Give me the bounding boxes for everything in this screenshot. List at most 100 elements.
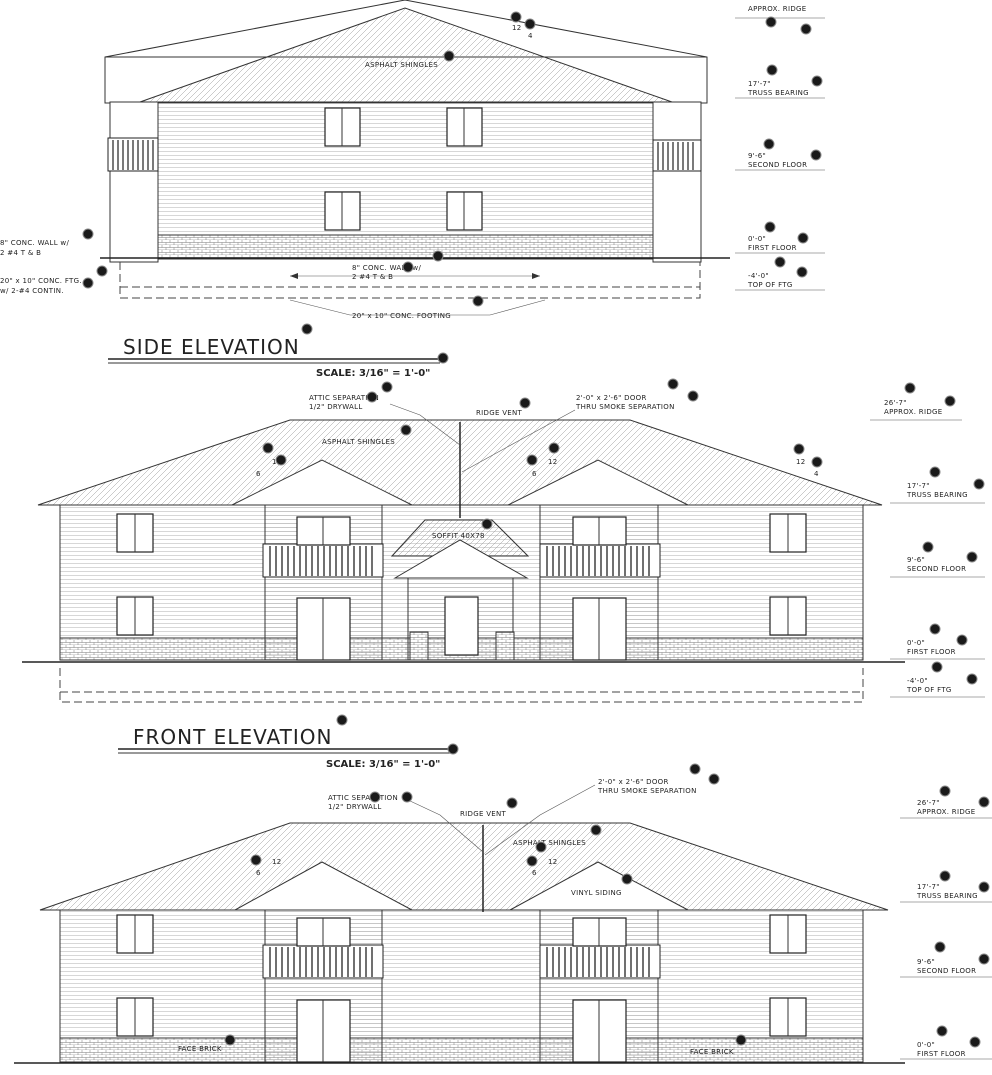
review-pin-icon[interactable] xyxy=(524,18,536,30)
review-pin-icon[interactable] xyxy=(400,424,412,436)
review-pin-icon[interactable] xyxy=(262,442,274,454)
level-value: 17'-7" xyxy=(748,80,771,88)
review-pin-icon[interactable] xyxy=(810,149,822,161)
review-pin-icon[interactable] xyxy=(526,454,538,466)
review-pin-icon[interactable] xyxy=(966,673,978,685)
side-pitch-top: 12 xyxy=(512,24,522,32)
front-elevation-title: FRONT ELEVATION xyxy=(133,725,332,749)
review-markers[interactable] xyxy=(82,11,990,1048)
review-pin-icon[interactable] xyxy=(481,518,493,530)
review-pin-icon[interactable] xyxy=(939,870,951,882)
review-pin-icon[interactable] xyxy=(621,873,633,885)
rear-foundation-brick xyxy=(59,1037,864,1063)
level-value: 9'-6" xyxy=(748,152,766,160)
side-wall-note-center-1: 8" CONC. WALL w/ xyxy=(352,264,421,272)
level-value: 0'-0" xyxy=(907,639,925,647)
review-pin-icon[interactable] xyxy=(437,352,449,364)
front-pitch-right: 4 xyxy=(814,470,819,478)
level-value: 9'-6" xyxy=(907,556,925,564)
review-pin-icon[interactable] xyxy=(936,1025,948,1037)
front-level-markers: 26'-7" APPROX. RIDGE 17'-7" TRUSS BEARIN… xyxy=(870,399,985,698)
side-roof-note: ASPHALT SHINGLES xyxy=(365,61,438,69)
review-pin-icon[interactable] xyxy=(687,390,699,402)
level-label: TRUSS BEARING xyxy=(747,89,809,97)
side-balcony-right xyxy=(652,139,702,172)
level-value: 9'-6" xyxy=(917,958,935,966)
review-pin-icon[interactable] xyxy=(590,824,602,836)
review-pin-icon[interactable] xyxy=(944,395,956,407)
level-label: TOP OF FTG xyxy=(747,281,793,289)
review-pin-icon[interactable] xyxy=(763,138,775,150)
review-pin-icon[interactable] xyxy=(689,763,701,775)
review-pin-icon[interactable] xyxy=(978,796,990,808)
review-pin-icon[interactable] xyxy=(931,661,943,673)
rear-roof-note: ASPHALT SHINGLES xyxy=(513,839,586,847)
review-pin-icon[interactable] xyxy=(402,261,414,273)
review-pin-icon[interactable] xyxy=(973,478,985,490)
rear-pitch-top: 12 xyxy=(272,858,282,866)
front-door-note-1: 2'-0" x 2'-6" DOOR xyxy=(576,394,647,402)
review-pin-icon[interactable] xyxy=(526,855,538,867)
review-pin-icon[interactable] xyxy=(922,541,934,553)
review-pin-icon[interactable] xyxy=(774,256,786,268)
review-pin-icon[interactable] xyxy=(800,23,812,35)
review-pin-icon[interactable] xyxy=(369,791,381,803)
rear-pitch-left: 6 xyxy=(532,869,537,877)
review-pin-icon[interactable] xyxy=(443,50,455,62)
review-pin-icon[interactable] xyxy=(250,854,262,866)
review-pin-icon[interactable] xyxy=(929,623,941,635)
review-pin-icon[interactable] xyxy=(969,1036,981,1048)
review-pin-icon[interactable] xyxy=(934,941,946,953)
review-pin-icon[interactable] xyxy=(82,277,94,289)
review-pin-icon[interactable] xyxy=(82,228,94,240)
front-balcony-right xyxy=(539,543,661,578)
review-pin-icon[interactable] xyxy=(366,391,378,403)
review-pin-icon[interactable] xyxy=(381,381,393,393)
level-label: APPROX. RIDGE xyxy=(748,5,806,13)
review-pin-icon[interactable] xyxy=(939,785,951,797)
rear-door-note-2: THRU SMOKE SEPARATION xyxy=(597,787,697,795)
review-pin-icon[interactable] xyxy=(811,75,823,87)
front-soffit-note: SOFFIT 40X78 xyxy=(432,532,485,540)
level-label: TRUSS BEARING xyxy=(906,491,968,499)
review-pin-icon[interactable] xyxy=(224,1034,236,1046)
review-pin-icon[interactable] xyxy=(432,250,444,262)
side-ftg-note-center: 20" x 10" CONC. FOOTING xyxy=(352,312,451,320)
review-pin-icon[interactable] xyxy=(548,442,560,454)
review-pin-icon[interactable] xyxy=(793,443,805,455)
review-pin-icon[interactable] xyxy=(275,454,287,466)
level-label: FIRST FLOOR xyxy=(748,244,797,252)
review-pin-icon[interactable] xyxy=(447,743,459,755)
review-pin-icon[interactable] xyxy=(811,456,823,468)
review-pin-icon[interactable] xyxy=(978,953,990,965)
review-pin-icon[interactable] xyxy=(966,551,978,563)
review-pin-icon[interactable] xyxy=(506,797,518,809)
review-pin-icon[interactable] xyxy=(956,634,968,646)
review-pin-icon[interactable] xyxy=(796,266,808,278)
front-balcony-left xyxy=(262,543,384,578)
review-pin-icon[interactable] xyxy=(667,378,679,390)
review-pin-icon[interactable] xyxy=(735,1034,747,1046)
review-pin-icon[interactable] xyxy=(510,11,522,23)
level-value: 17'-7" xyxy=(907,482,930,490)
review-pin-icon[interactable] xyxy=(929,466,941,478)
review-pin-icon[interactable] xyxy=(401,791,413,803)
front-pitch-left: 6 xyxy=(532,470,537,478)
review-pin-icon[interactable] xyxy=(301,323,313,335)
review-pin-icon[interactable] xyxy=(472,295,484,307)
review-pin-icon[interactable] xyxy=(978,881,990,893)
review-pin-icon[interactable] xyxy=(535,841,547,853)
side-wall-note-left-1: 8" CONC. WALL w/ xyxy=(0,239,69,247)
review-pin-icon[interactable] xyxy=(336,714,348,726)
rear-ridge-vent: RIDGE VENT xyxy=(460,810,507,818)
rear-elevation: ATTIC SEPARATION 1/2" DRYWALL RIDGE VENT… xyxy=(14,778,992,1064)
review-pin-icon[interactable] xyxy=(904,382,916,394)
review-pin-icon[interactable] xyxy=(764,221,776,233)
review-pin-icon[interactable] xyxy=(766,64,778,76)
review-pin-icon[interactable] xyxy=(797,232,809,244)
review-pin-icon[interactable] xyxy=(765,16,777,28)
review-pin-icon[interactable] xyxy=(708,773,720,785)
review-pin-icon[interactable] xyxy=(96,265,108,277)
review-pin-icon[interactable] xyxy=(519,397,531,409)
side-wall xyxy=(157,101,654,236)
